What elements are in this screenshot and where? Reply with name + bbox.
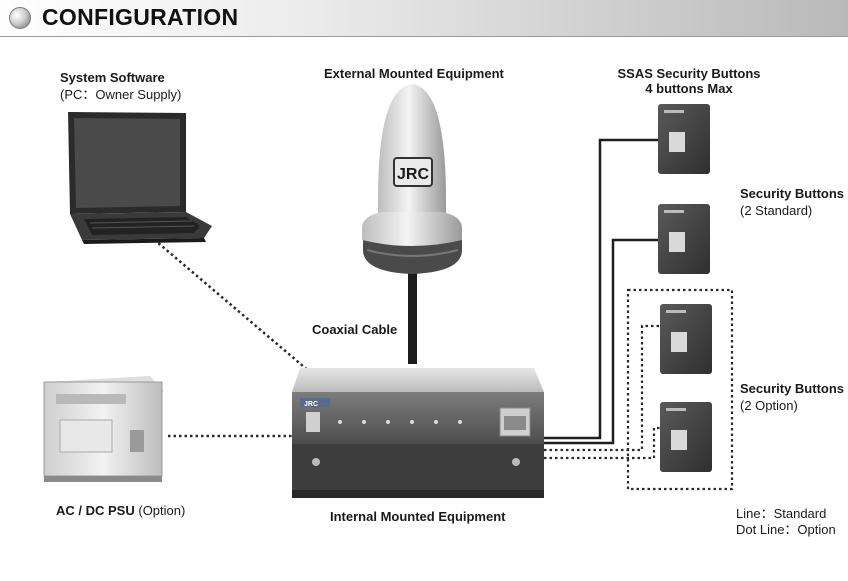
laptop-icon — [68, 112, 212, 244]
option-count-label: (2 Option) — [740, 398, 798, 413]
system-software-label: System Software — [60, 70, 165, 85]
security-button-3-icon — [660, 304, 712, 374]
header-bullet-icon — [9, 7, 31, 29]
option-dotted-line-1 — [544, 324, 664, 452]
laptop-dotted-link — [149, 235, 311, 373]
security-button-4-icon — [660, 402, 712, 472]
coaxial-cable — [408, 270, 417, 364]
legend-dot-label: Dot Line：Option — [736, 522, 836, 537]
option-buttons-box — [626, 288, 734, 491]
ssas-max-label: 4 buttons Max — [645, 81, 733, 96]
security-buttons-standard-label: Security Buttons — [740, 186, 845, 201]
pc-owner-supply-label: (PC：Owner Supply) — [60, 87, 182, 102]
external-equipment-label: External Mounted Equipment — [324, 66, 504, 81]
page-title: CONFIGURATION — [42, 4, 239, 30]
internal-unit-icon: JRC — [292, 368, 544, 498]
legend-line-label: Line：Standard — [736, 506, 827, 521]
security-button-2-icon — [658, 204, 710, 274]
psu-option: (Option) — [138, 503, 186, 518]
standard-line-1 — [544, 138, 660, 440]
option-dotted-line-2 — [544, 426, 664, 460]
antenna-logo: JRC — [397, 166, 429, 183]
ssas-title-label: SSAS Security Buttons — [617, 66, 761, 81]
security-buttons-option-label: Security Buttons — [740, 381, 845, 396]
antenna-icon: JRC — [362, 84, 462, 274]
standard-line-2 — [544, 238, 660, 445]
header-bar: CONFIGURATION — [0, 0, 848, 37]
standard-count-label: (2 Standard) — [740, 203, 813, 218]
coaxial-cable-label: Coaxial Cable — [312, 322, 398, 337]
internal-equipment-label: Internal Mounted Equipment — [330, 509, 506, 524]
security-button-1-icon — [658, 104, 710, 174]
psu-label: AC / DC PSU (Option) — [56, 503, 185, 519]
psu-icon — [43, 376, 164, 482]
unit-logo: JRC — [304, 401, 318, 408]
psu-name: AC / DC PSU — [56, 503, 135, 518]
